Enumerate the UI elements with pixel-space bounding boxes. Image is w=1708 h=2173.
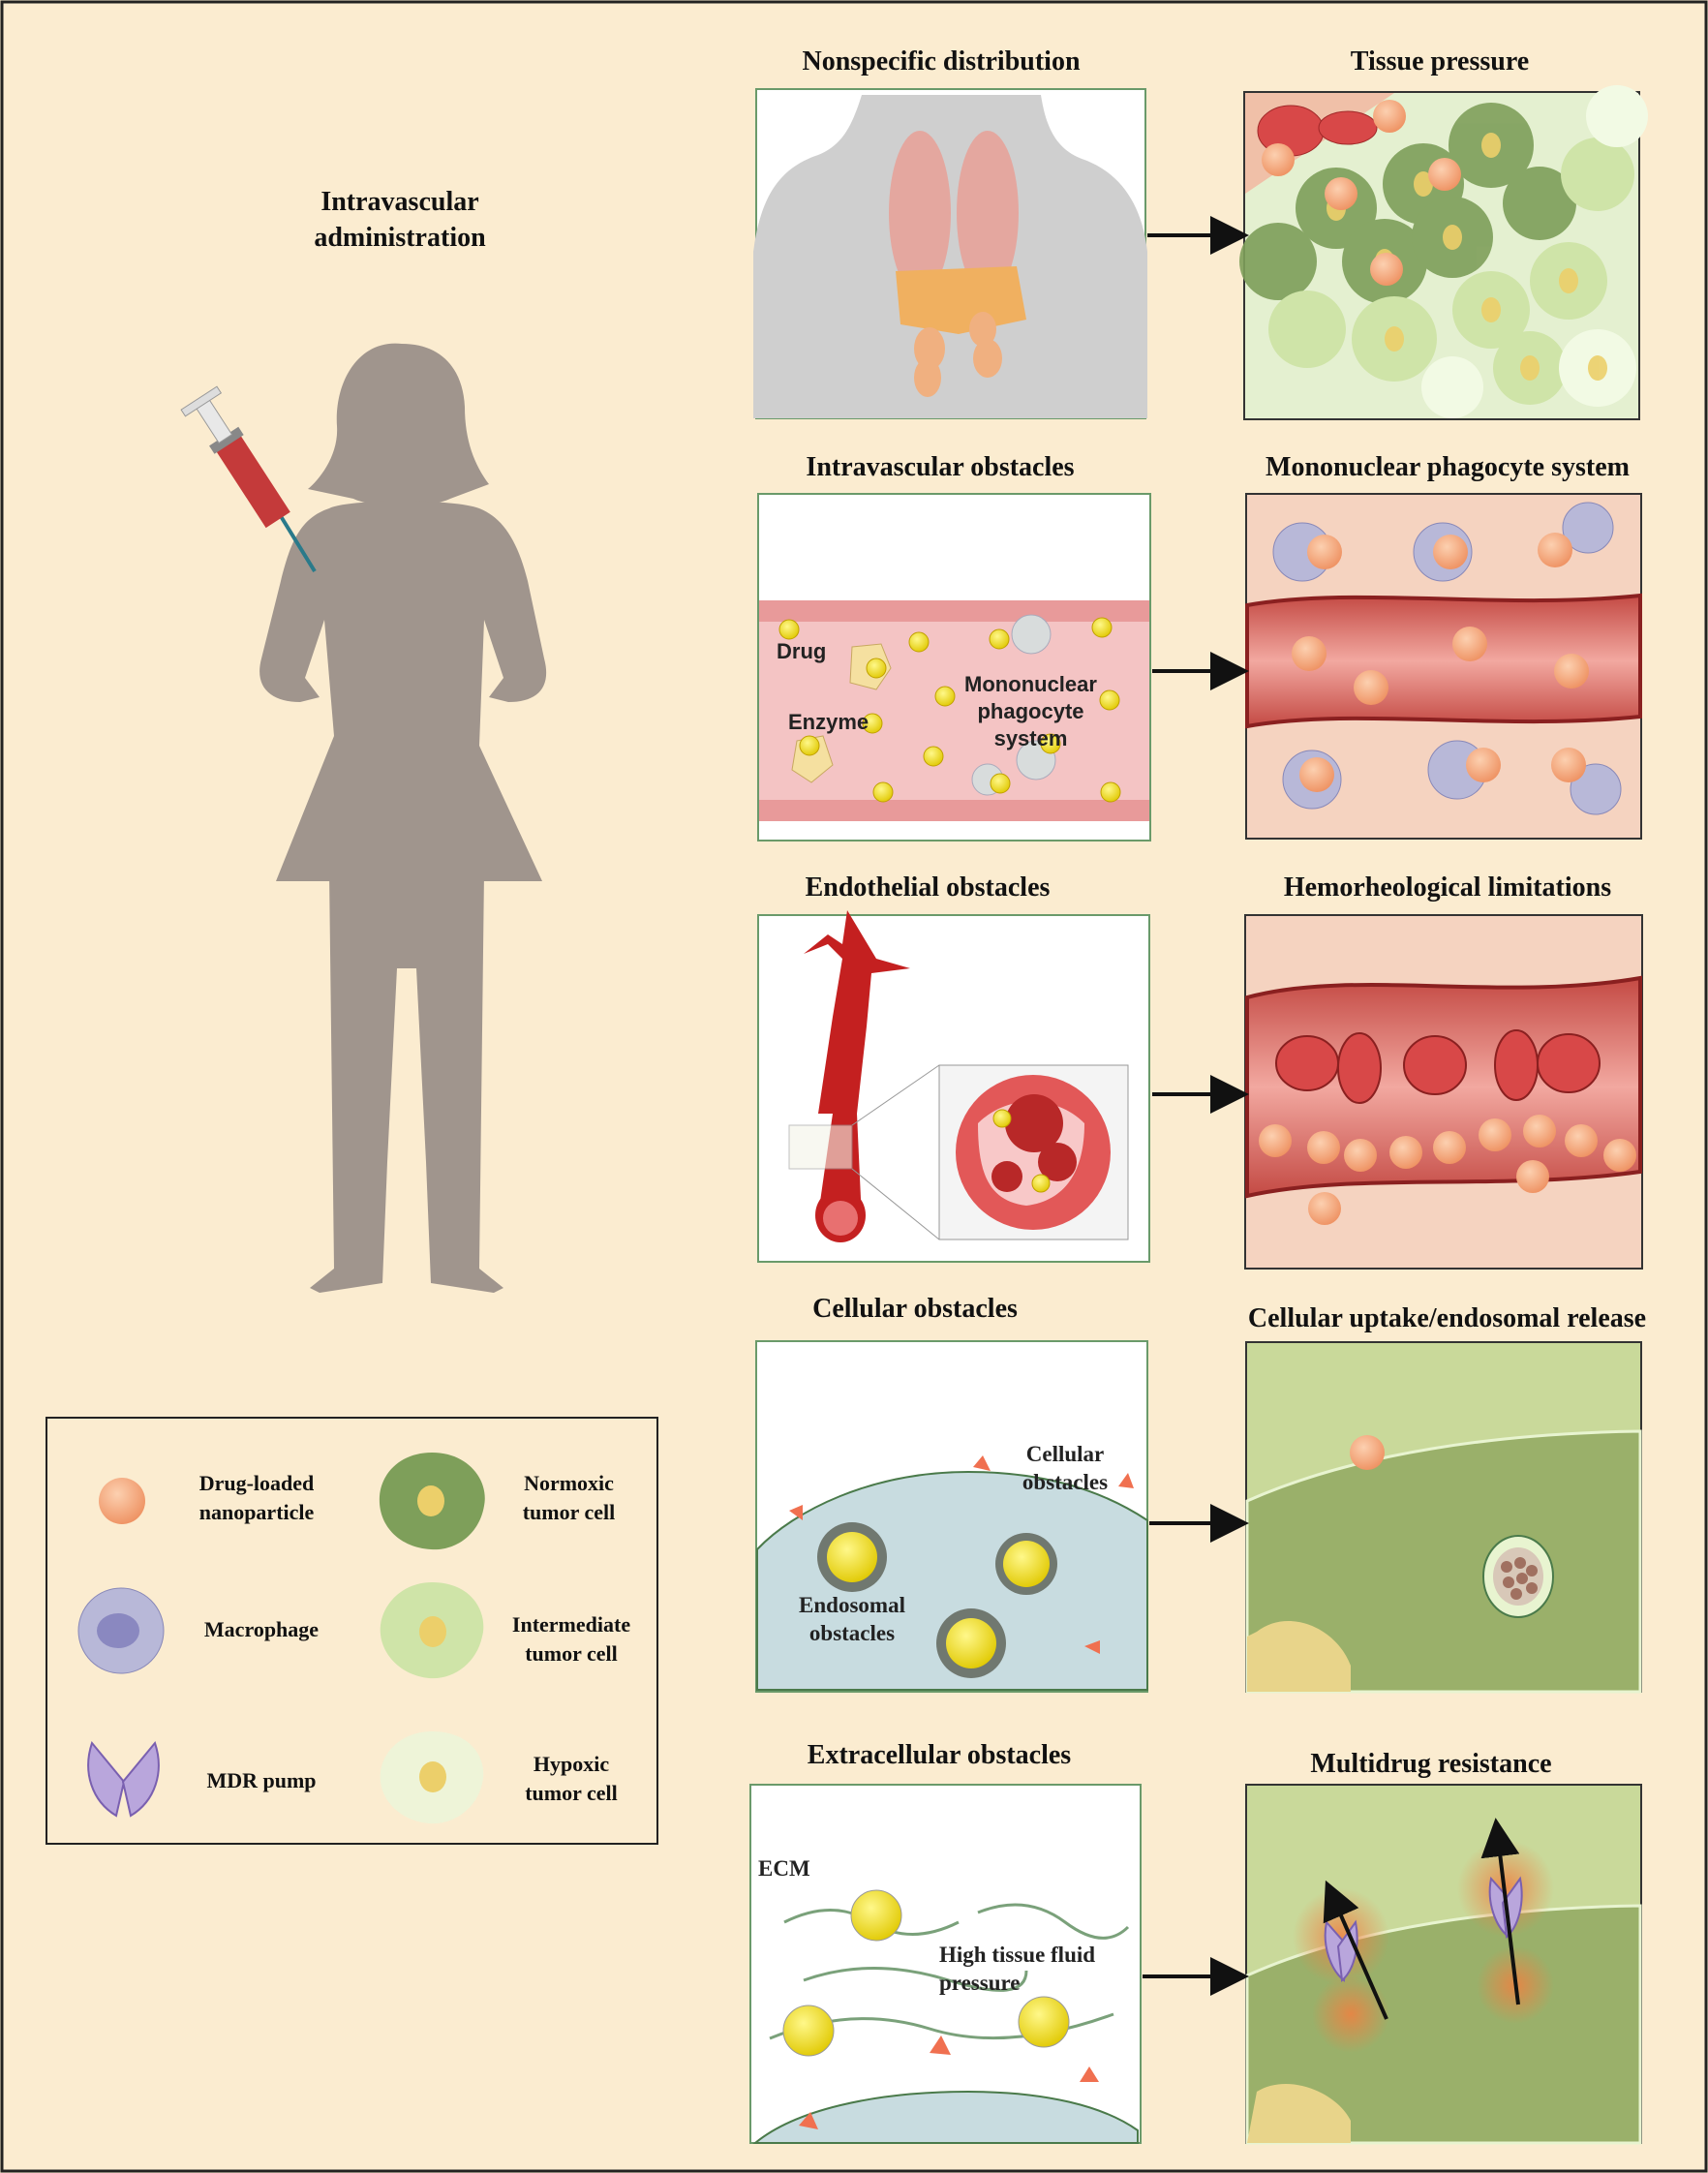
legend-icons	[77, 1453, 485, 1824]
title-extracellular: Extracellular obstacles	[807, 1740, 1072, 1770]
left-title: Intravascular administration	[284, 184, 516, 256]
legend-nanoparticle-line1: Drug-loaded	[198, 1471, 315, 1495]
label-endosomal-line2: obstacles	[808, 1621, 896, 1645]
title-hemorheological: Hemorheological limitations	[1283, 872, 1612, 903]
macrophage-icon	[77, 1587, 165, 1674]
label-cellular-line1: Cellular	[1025, 1442, 1105, 1466]
title-tissue-pressure: Tissue pressure	[1350, 46, 1530, 77]
title-mdr: Multidrug resistance	[1310, 1749, 1552, 1779]
legend-normoxic: Normoxic tumor cell	[503, 1469, 634, 1527]
title-intravascular: Intravascular obstacles	[806, 452, 1075, 482]
title-cellular: Cellular obstacles	[812, 1294, 1018, 1324]
legend-nanoparticle: Drug-loaded nanoparticle	[179, 1469, 334, 1527]
hemorheological-illustration	[1245, 975, 1642, 1225]
label-high-tissue-fluid: High tissue fluid pressure	[939, 1941, 1123, 1997]
label-mps: Mononuclear phagocyte system	[951, 671, 1111, 752]
label-ecm: ECM	[758, 1856, 810, 1881]
label-enzyme: Enzyme	[788, 710, 869, 734]
legend-normoxic-line2: tumor cell	[522, 1500, 616, 1524]
torso-organs-illustration	[753, 95, 1147, 418]
endothelial-illustration	[788, 910, 1129, 1242]
intravascular-illustration	[759, 600, 1149, 821]
title-endothelial: Endothelial obstacles	[805, 872, 1051, 903]
label-mps-line1: Mononuclear	[964, 672, 1097, 696]
legend-hypoxic: Hypoxic tumor cell	[499, 1750, 644, 1808]
mdr-pump-icon	[87, 1740, 160, 1818]
legend-intermediate-line2: tumor cell	[525, 1641, 618, 1666]
legend-normoxic-line1: Normoxic	[524, 1471, 614, 1495]
extracellular-illustration	[752, 1889, 1139, 2144]
title-mps: Mononuclear phagocyte system	[1266, 452, 1630, 482]
legend-mdr-pump: MDR pump	[206, 1768, 317, 1792]
left-title-line1: Intravascular	[320, 187, 479, 217]
title-nonspecific: Nonspecific distribution	[802, 46, 1081, 77]
syringe-icon	[180, 385, 317, 573]
mps-illustration	[1245, 502, 1642, 815]
label-htfp-line2: pressure	[939, 1971, 1021, 1995]
legend-hypoxic-line1: Hypoxic	[533, 1752, 610, 1776]
mdr-illustration	[1245, 1818, 1642, 2145]
label-htfp-line1: High tissue fluid	[939, 1943, 1096, 1967]
nanoparticle-icon	[99, 1478, 145, 1524]
title-uptake: Cellular uptake/endosomal release	[1247, 1303, 1647, 1333]
cellular-illustration	[756, 1455, 1148, 1691]
label-endosomal-line1: Endosomal	[799, 1593, 905, 1617]
label-cellular-obstacles: Cellular obstacles	[1007, 1440, 1123, 1496]
panel-extracellular-frame	[749, 1784, 1142, 2144]
left-title-line2: administration	[314, 223, 486, 253]
legend-intermediate: Intermediate tumor cell	[499, 1610, 644, 1668]
legend-nanoparticle-line2: nanoparticle	[198, 1500, 315, 1524]
uptake-illustration	[1245, 1429, 1642, 1694]
label-mps-line2: phagocyte system	[977, 699, 1084, 750]
label-endosomal-obstacles: Endosomal obstacles	[794, 1591, 910, 1647]
label-drug: Drug	[777, 639, 827, 663]
legend-hypoxic-line2: tumor cell	[525, 1781, 618, 1805]
woman-silhouette	[259, 343, 547, 1293]
legend-intermediate-line1: Intermediate	[511, 1612, 631, 1637]
legend-box	[46, 1417, 658, 1845]
tissue-pressure-illustration	[1239, 85, 1648, 418]
legend-macrophage: Macrophage	[203, 1617, 320, 1641]
label-cellular-line2: obstacles	[1022, 1470, 1109, 1494]
